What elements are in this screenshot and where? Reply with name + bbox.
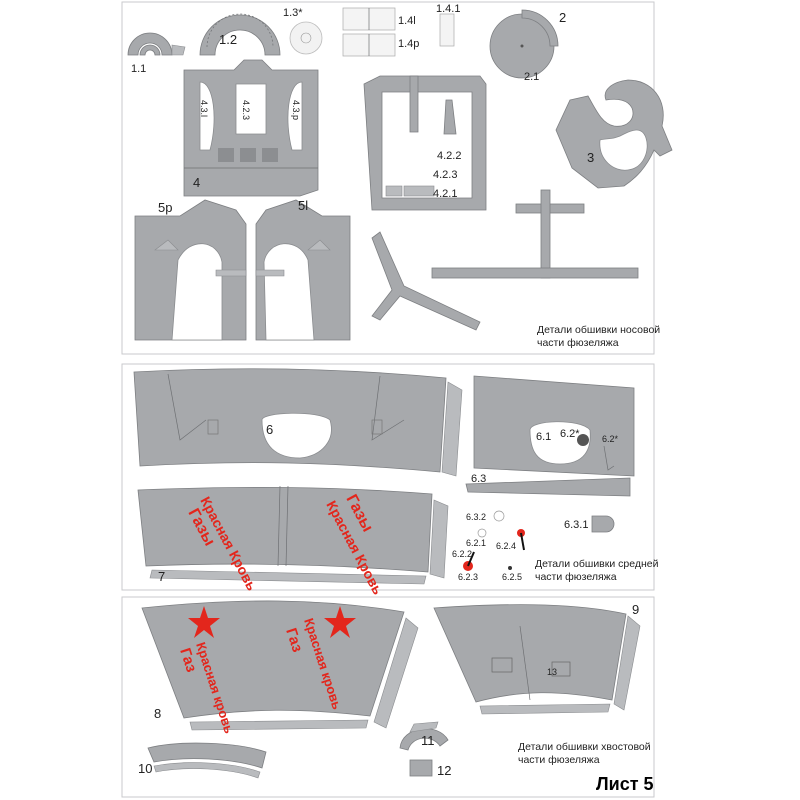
part-1-4 [342,7,396,57]
caption-nose-1: Детали обшивки носовой [537,324,660,336]
part-3 [555,79,673,189]
label-4-2-2: 4.2.2 [437,150,461,162]
label-2-1: 2.1 [524,71,539,83]
part-6 [133,368,463,477]
label-10: 10 [138,761,152,776]
part-1-2 [199,13,281,56]
label-8: 8 [154,706,161,721]
part-6-3 [465,477,631,497]
decal-star-left [188,606,220,638]
label-6-1: 6.1 [536,431,551,443]
svg-text:Газ: Газ [176,646,200,674]
label-3: 3 [587,150,594,165]
label-1-3: 1.3* [283,7,303,19]
label-6-2-4: 6.2.4 [496,541,516,551]
part-4 [183,59,319,197]
caption-tail-1: Детали обшивки хвостовой [518,741,651,753]
part-rods [371,189,639,331]
label-4-3l: 4.3.l [199,100,209,117]
label-1-4p: 1.4p [398,38,419,50]
part-12 [409,759,433,777]
label-6-3-1: 6.3.1 [564,519,588,531]
label-5p: 5p [158,200,172,215]
label-4-2-1: 4.2.1 [433,188,457,200]
caption-mid-2: части фюзеляжа [535,571,617,583]
part-11 [399,721,449,751]
label-1-4l: 1.4l [398,15,416,27]
caption-mid-1: Детали обшивки средней [535,558,659,570]
label-12: 12 [437,763,451,778]
label-6-3-2: 6.3.2 [466,512,486,522]
label-1-1: 1.1 [131,63,146,75]
label-11: 11 [421,733,435,748]
decal-star-right [324,606,356,638]
part-1-1 [127,32,186,56]
label-2: 2 [559,10,566,25]
svg-text:Газ: Газ [282,626,306,654]
label-7: 7 [158,569,165,584]
label-6-2s-small: 6.2* [602,434,619,444]
label-6-3: 6.3 [471,473,486,485]
label-6-2-2: 6.2.2 [452,549,472,559]
label-1-4-1: 1.4.1 [436,3,460,15]
label-6-2-1: 6.2.1 [466,538,486,548]
part-7 [137,485,449,585]
part-9 [433,604,641,715]
part-1-4-1 [439,13,455,47]
part-6-1 [473,375,635,477]
label-6-2s: 6.2* [560,428,580,440]
nose-section-panel [121,1,655,355]
label-9: 9 [632,602,639,617]
part-2 [489,9,559,79]
part-10 [147,742,267,779]
caption-nose-2: части фюзеляжа [537,337,619,349]
sheet-number: Лист 5 [596,774,654,794]
label-4-3p: 4.3.p [291,100,301,120]
tail-section-panel [121,596,655,798]
label-4-2-3: 4.2.3 [433,169,457,181]
label-6-2-5: 6.2.5 [502,572,522,582]
label-5l: 5l [298,198,308,213]
part-4-2 [363,75,487,211]
part-5p [134,199,247,341]
caption-tail-2: части фюзеляжа [518,754,600,766]
label-4-3-1: 4.2.3 [241,100,251,120]
label-6-2-3: 6.2.3 [458,572,478,582]
label-4: 4 [193,175,200,190]
label-1-2: 1.2 [219,32,237,47]
label-6: 6 [266,422,273,437]
part-6-small-set [463,510,525,571]
mid-section-panel [121,363,655,591]
part-1-3 [289,21,323,55]
part-6-3-1 [591,515,615,533]
label-13: 13 [547,667,557,677]
part-5l [255,199,351,341]
